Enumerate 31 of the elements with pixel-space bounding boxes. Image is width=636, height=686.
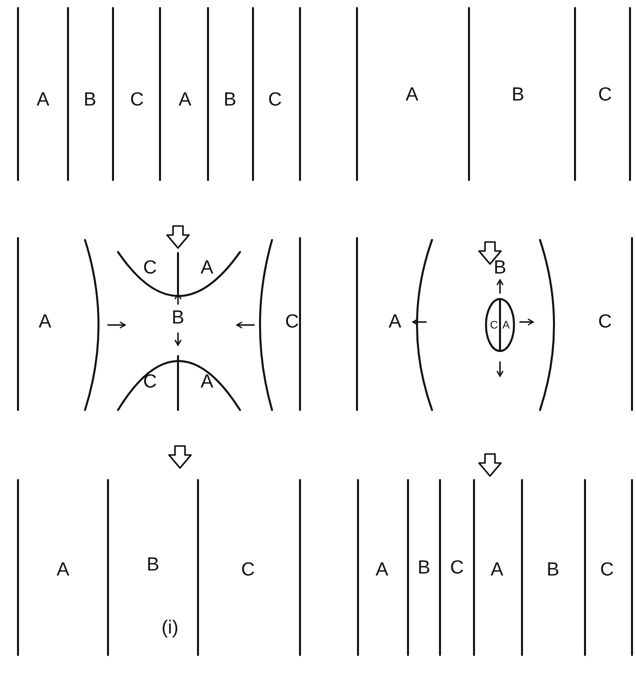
phase-letter: C — [268, 90, 282, 110]
phase-letter: B — [546, 560, 560, 580]
phase-letter: A — [36, 90, 50, 110]
phase-letter: A — [388, 312, 402, 332]
phase-letter: B — [512, 86, 524, 104]
phase-letter: B — [172, 308, 184, 328]
phase-letter: C — [598, 86, 612, 104]
phase-letter: C — [600, 560, 614, 580]
phase-letter: B — [418, 558, 430, 578]
phase-letter: C — [143, 258, 157, 278]
phase-letter: A — [56, 560, 70, 580]
phase-letter: C — [285, 312, 299, 332]
phase-letter: B — [494, 258, 506, 278]
phase-letter: A — [490, 560, 504, 580]
phase-letter: A — [38, 312, 52, 332]
phase-letter: C — [130, 90, 144, 110]
phase-letter: B — [84, 90, 96, 110]
phase-letter: B — [146, 556, 160, 574]
phase-letter: A — [502, 320, 510, 332]
phase-letter: A — [200, 372, 214, 392]
phase-letter: C — [450, 558, 464, 578]
phase-letter: B — [224, 90, 236, 110]
phase-letter: C — [490, 320, 498, 332]
figure-label: (i) — [162, 618, 178, 638]
phase-letter: A — [406, 86, 418, 104]
phase-letter: A — [200, 258, 214, 278]
phase-letter: C — [598, 312, 612, 332]
phase-letter: C — [241, 560, 255, 580]
phase-letter: C — [143, 372, 157, 392]
phase-letter: A — [178, 90, 192, 110]
phase-letter: A — [376, 560, 388, 580]
